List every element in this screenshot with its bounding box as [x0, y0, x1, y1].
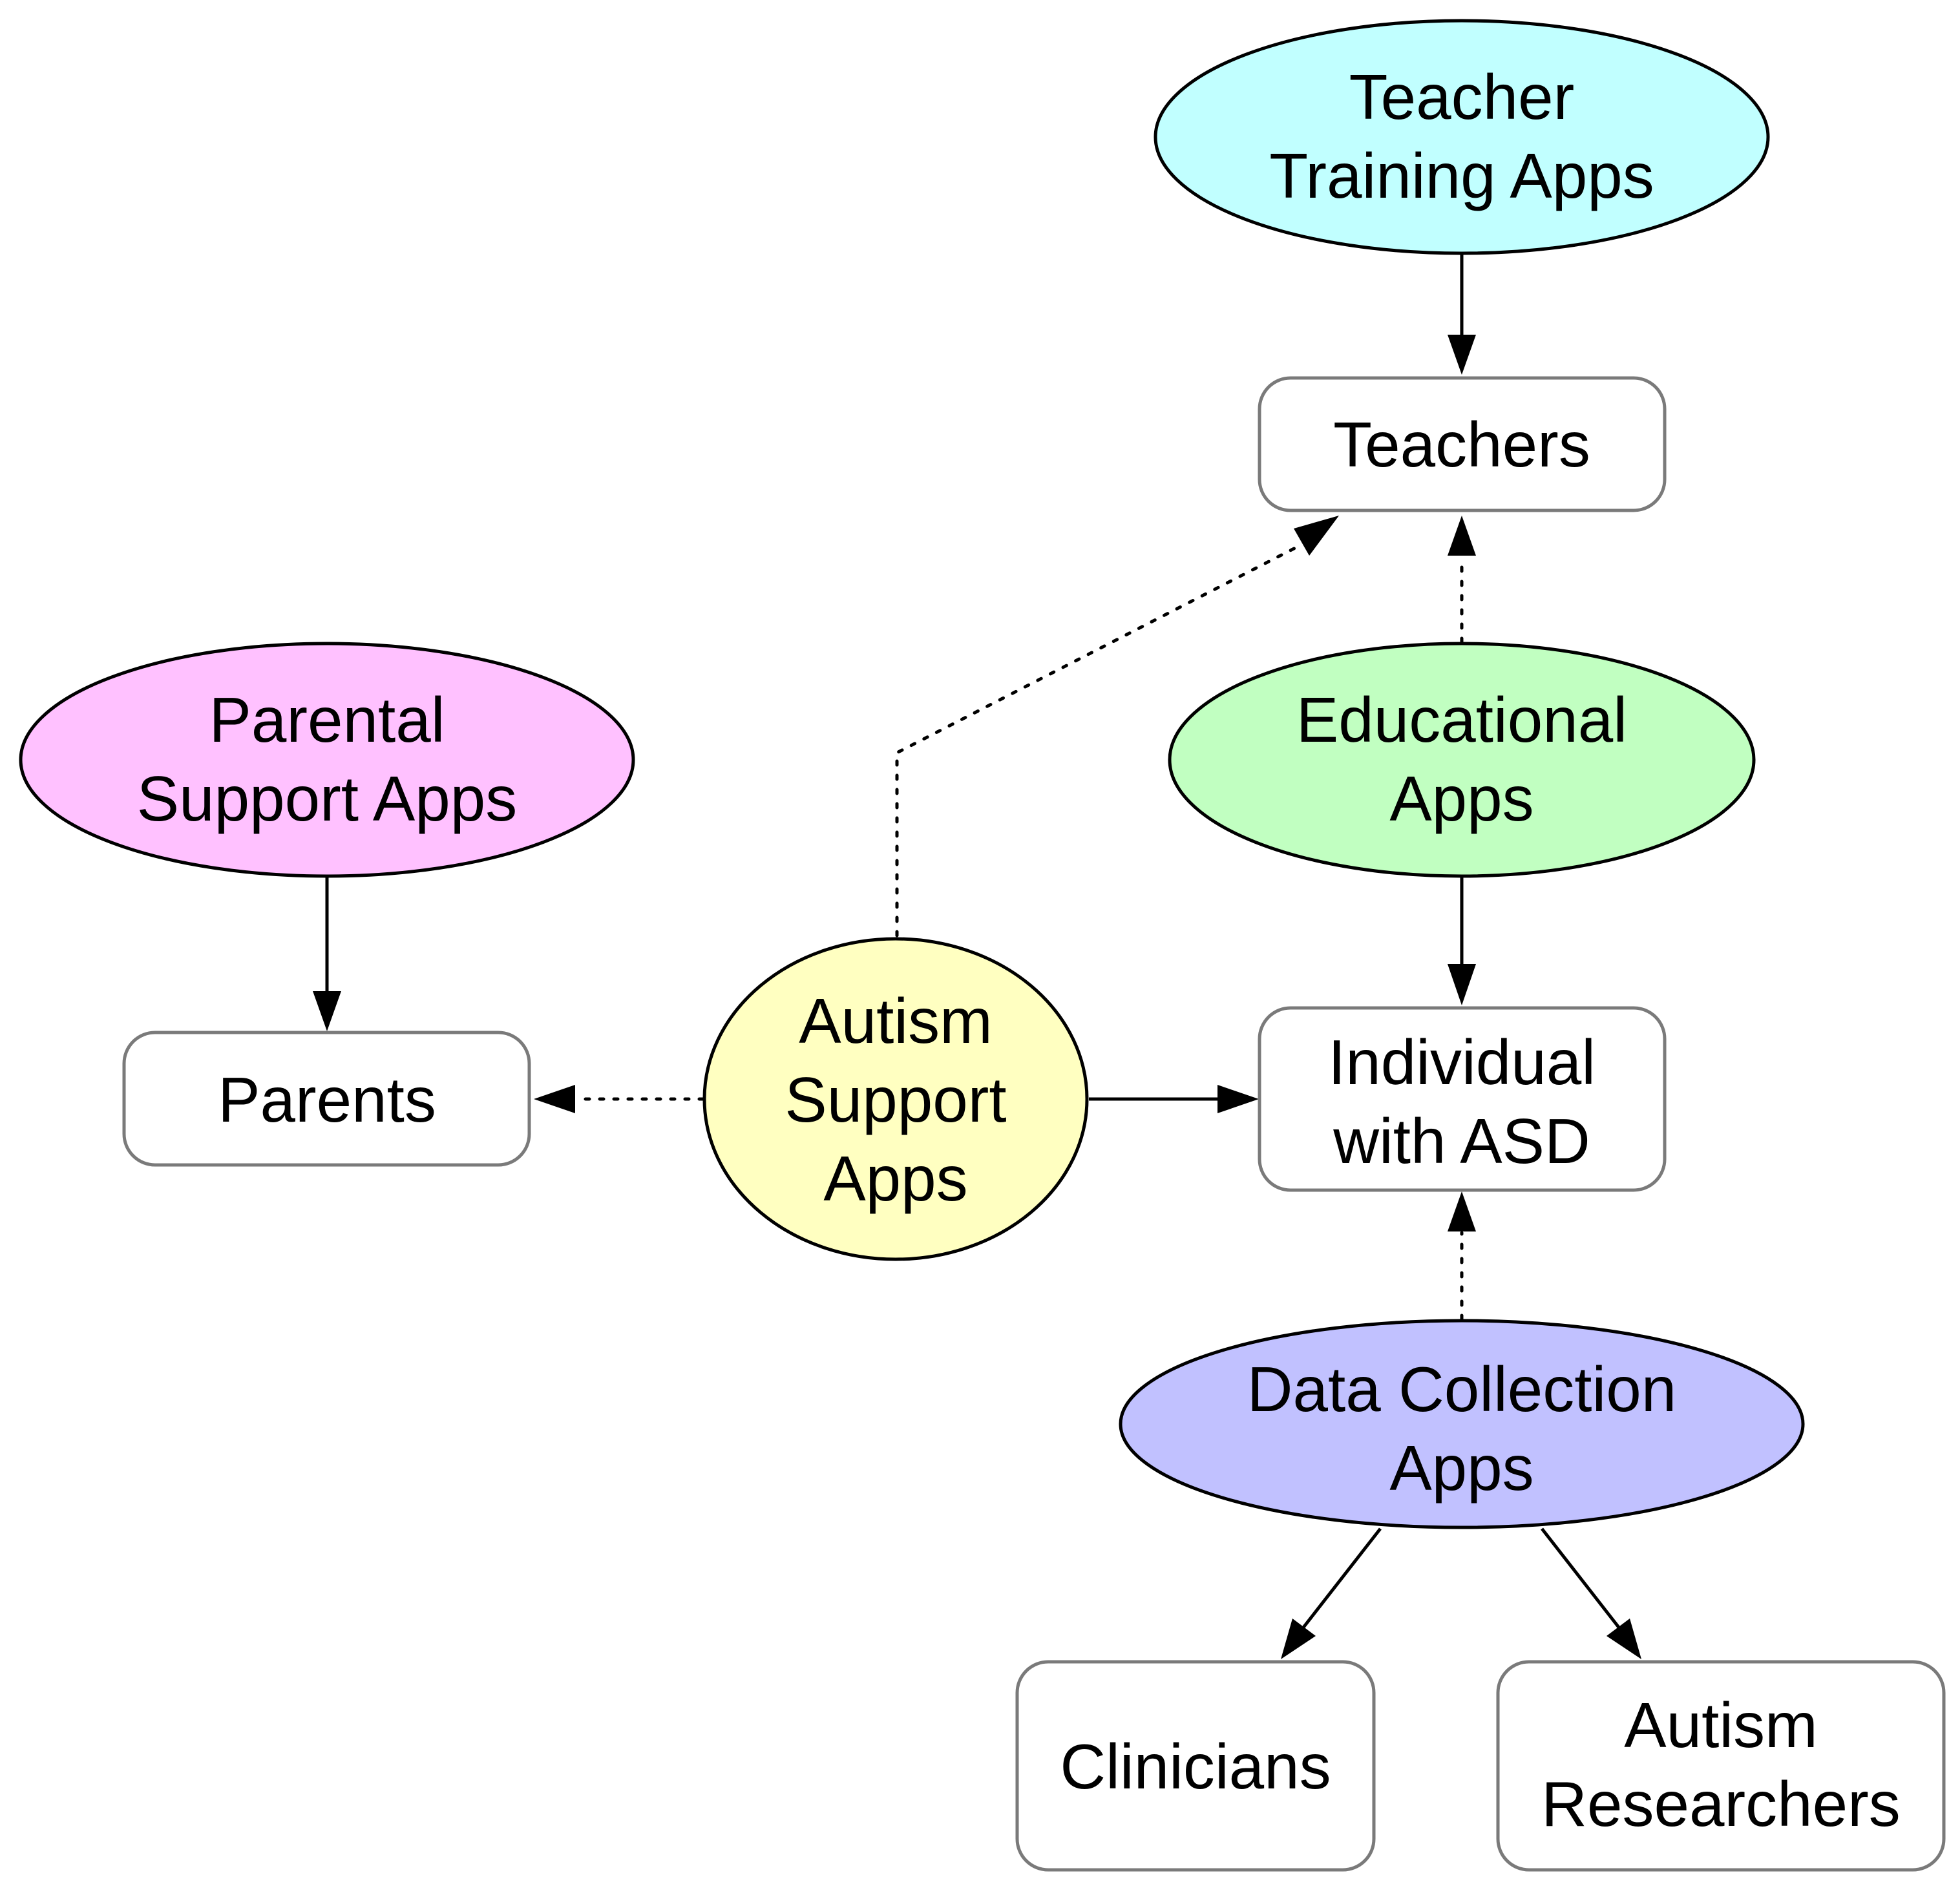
node-label-line-1: Clinicians [1060, 1731, 1331, 1802]
node-label-line-2: Apps [1389, 1432, 1533, 1504]
edge-educational-apps-to-teachers [1448, 516, 1476, 644]
node-shape-parents [122, 1031, 531, 1167]
node-label-line-1: Teachers [1333, 409, 1590, 480]
node-autism-support-apps[interactable]: Autism Support Apps [702, 937, 1089, 1261]
node-shape-teachers [1258, 376, 1667, 512]
node-label-line-1: Parents [218, 1064, 436, 1135]
edge-data-collection-apps-to-individual [1448, 1191, 1476, 1321]
node-shape-individual-with-asd [1258, 1006, 1667, 1192]
node-label-line-1: Teacher [1349, 61, 1575, 132]
node-educational-apps[interactable]: Educational Apps [1168, 642, 1756, 878]
node-label-line-2: Researchers [1541, 1768, 1901, 1839]
node-teachers[interactable]: Teachers [1258, 376, 1667, 512]
node-label-line-1: Autism [799, 985, 993, 1056]
node-individual-with-asd[interactable]: Individual with ASD [1258, 1006, 1667, 1192]
node-parental-support-apps[interactable]: Parental Support Apps [19, 642, 635, 878]
node-shape-autism-researchers [1496, 1660, 1946, 1872]
node-shape-data-collection-apps [1119, 1319, 1805, 1529]
node-label-line-1: Individual [1328, 1027, 1596, 1098]
node-data-collection-apps[interactable]: Data Collection Apps [1119, 1319, 1805, 1529]
node-autism-researchers[interactable]: Autism Researchers [1496, 1660, 1946, 1872]
node-label-line-2: Apps [1389, 763, 1533, 834]
edge-autism-support-apps-to-parents [534, 1085, 705, 1113]
node-clinicians[interactable]: Clinicians [1015, 1660, 1376, 1872]
node-teacher-training-apps[interactable]: Teacher Training Apps [1154, 19, 1770, 255]
edges-layer [313, 255, 1641, 1659]
node-shape-clinicians [1015, 1660, 1376, 1872]
node-label-line-3: Apps [823, 1143, 967, 1214]
node-label-line-1: Parental [209, 684, 445, 755]
edge-data-collection-apps-to-researchers [1541, 1527, 1641, 1659]
edge-teacher-training-apps-to-teachers [1448, 255, 1476, 375]
edge-autism-support-apps-to-individual [1089, 1085, 1259, 1113]
node-label-line-2: with ASD [1333, 1105, 1590, 1177]
nodes-layer: Teacher Training Apps Teachers Parental … [19, 19, 1946, 1872]
node-parents[interactable]: Parents [122, 1031, 531, 1167]
node-shape-educational-apps [1168, 642, 1756, 878]
node-shape-autism-support-apps [702, 937, 1089, 1261]
edge-parental-support-apps-to-parents [313, 877, 341, 1031]
node-label-line-2: Training Apps [1269, 140, 1654, 211]
node-shape-parental-support-apps [19, 642, 635, 878]
node-label-line-1: Autism [1624, 1690, 1818, 1761]
node-label-line-2: Support [785, 1064, 1006, 1135]
node-label-line-1: Educational [1296, 684, 1627, 755]
edge-educational-apps-to-individual [1448, 877, 1476, 1005]
node-label-line-1: Data Collection [1247, 1354, 1677, 1425]
edge-autism-support-apps-to-teachers [895, 516, 1339, 938]
edge-data-collection-apps-to-clinicians [1281, 1527, 1382, 1659]
node-shape-teacher-training-apps [1154, 19, 1770, 255]
node-label-line-2: Support Apps [137, 763, 517, 834]
